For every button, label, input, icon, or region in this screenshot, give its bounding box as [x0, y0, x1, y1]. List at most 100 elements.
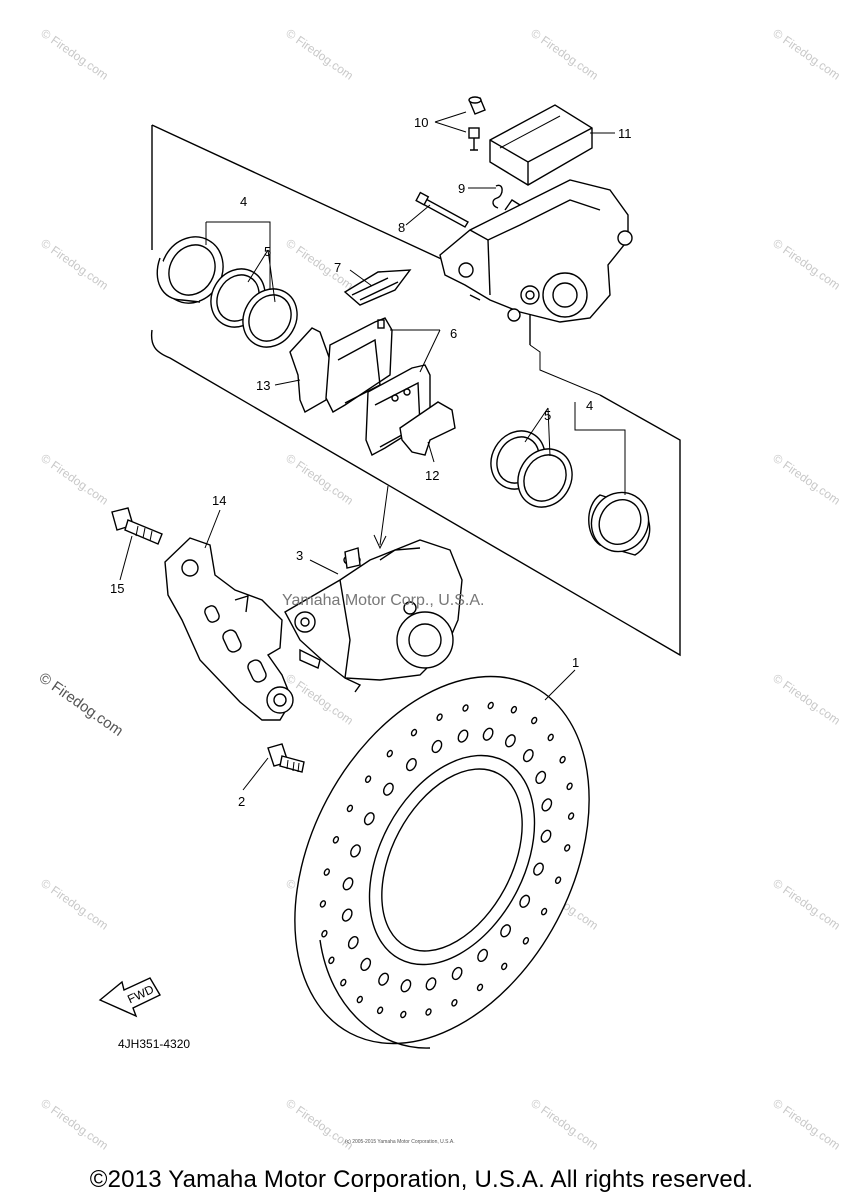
disc-hole	[501, 962, 508, 971]
watermark: © Firedog.com	[770, 451, 843, 508]
disc-hole	[500, 924, 512, 938]
disc-drill-holes	[319, 701, 575, 1019]
brake-disc	[294, 675, 590, 1049]
center-stamp: Yamaha Motor Corp., U.S.A.	[282, 592, 484, 609]
watermark: © Firedog.com	[38, 236, 111, 293]
callout-14: 14	[212, 493, 226, 508]
disc-hole	[382, 782, 394, 796]
callout-5-lower: 5	[544, 408, 551, 423]
disc-hole	[376, 1006, 384, 1015]
disc-hole	[540, 907, 548, 916]
watermark: © Firedog.com	[770, 26, 843, 83]
disc-hole	[425, 1008, 432, 1016]
diagram-code: 4JH351-4320	[118, 1037, 190, 1051]
callout-4-upper: 4	[240, 194, 247, 209]
disc-hole	[457, 729, 469, 743]
watermark: © Firedog.com	[770, 236, 843, 293]
disc-hole	[531, 716, 538, 725]
watermark: © Firedog.com	[38, 1096, 111, 1153]
caliper-bracket	[164, 537, 294, 721]
disc-hole	[519, 894, 531, 908]
disc-hole	[477, 948, 489, 963]
disc-hole	[346, 804, 354, 813]
disc-hole	[547, 733, 554, 742]
callout-6: 6	[450, 326, 457, 341]
pad-shim-right	[399, 401, 456, 456]
watermark: © Firedog.com	[38, 26, 111, 83]
disc-hole	[332, 836, 340, 844]
callout-5-upper: 5	[264, 244, 271, 259]
disc-hole	[323, 868, 330, 876]
disc-hole	[364, 775, 372, 783]
disc-hole	[350, 844, 361, 858]
disc-hole	[328, 956, 335, 965]
disc-hole	[347, 935, 359, 950]
watermark: © Firedog.com	[528, 26, 601, 83]
callout-7: 7	[334, 260, 341, 275]
watermark: © Firedog.com	[770, 1096, 843, 1153]
disc-hole	[567, 812, 575, 820]
disc-hole	[541, 798, 553, 812]
callout-1: 1	[572, 655, 579, 670]
callout-11: 11	[618, 126, 632, 141]
piston-lower	[588, 491, 651, 556]
piston-seals-lower	[490, 430, 573, 508]
disc-hole	[540, 829, 552, 843]
disc-hole	[378, 972, 390, 986]
disc-hole	[504, 734, 516, 748]
callout-2: 2	[238, 794, 245, 809]
disc-hole	[487, 701, 494, 710]
small-credit: (c) 2005-2015 Yamaha Motor Corporation, …	[345, 1139, 455, 1145]
disc-hole	[476, 983, 484, 992]
pad-shim-left	[289, 327, 331, 414]
watermark: © Firedog.com	[38, 876, 111, 933]
disc-hole	[431, 739, 443, 754]
exploded-frame	[150, 124, 681, 657]
side-watermark: © Firedog.com	[36, 669, 127, 739]
disc-hole	[342, 877, 354, 891]
disc-hole	[522, 748, 534, 763]
caliper-cover	[489, 104, 593, 186]
disc-hole	[564, 844, 571, 852]
disc-hole	[400, 979, 412, 993]
piston-upper	[156, 236, 224, 304]
disc-hole	[405, 757, 417, 772]
callout-10: 10	[414, 115, 428, 130]
bracket-bolt	[111, 507, 163, 545]
disc-hole	[425, 977, 437, 991]
disc-hole	[462, 704, 469, 712]
disc-hole	[451, 966, 463, 981]
retaining-clip	[492, 184, 503, 209]
callout-4-lower: 4	[586, 398, 593, 413]
disc-hole	[482, 727, 494, 741]
disc-bolt	[267, 743, 305, 773]
watermark: © Firedog.com	[770, 671, 843, 728]
forward-arrow: FWD	[98, 977, 161, 1018]
callout-3: 3	[296, 548, 303, 563]
disc-hole	[436, 713, 443, 721]
callout-8: 8	[398, 220, 405, 235]
pad-spring	[343, 269, 412, 306]
callout-13: 13	[256, 378, 270, 393]
disc-hole	[510, 705, 518, 714]
leader-lines	[119, 111, 626, 791]
disc-hole	[535, 770, 547, 785]
disc-hole	[363, 812, 375, 826]
disc-hole	[566, 782, 573, 791]
disc-hole	[341, 908, 353, 922]
bleed-screw	[468, 96, 486, 151]
callouts: 1 2 3 4 5 4 5 6 7 8 9 10 11 12 13 14 15	[110, 115, 632, 809]
disc-hole	[410, 728, 418, 737]
disc-hole	[451, 999, 458, 1007]
disc-hole	[533, 862, 544, 876]
disc-hole	[559, 755, 566, 764]
caliper-body-exploded	[439, 179, 633, 323]
watermark: © Firedog.com	[283, 236, 356, 293]
watermark: © Firedog.com	[770, 876, 843, 933]
disc-hole	[356, 995, 363, 1004]
watermark: © Firedog.com	[283, 26, 356, 83]
watermark: © Firedog.com	[283, 671, 356, 728]
piston-seals-upper	[210, 268, 298, 348]
disc-hole	[319, 900, 327, 908]
